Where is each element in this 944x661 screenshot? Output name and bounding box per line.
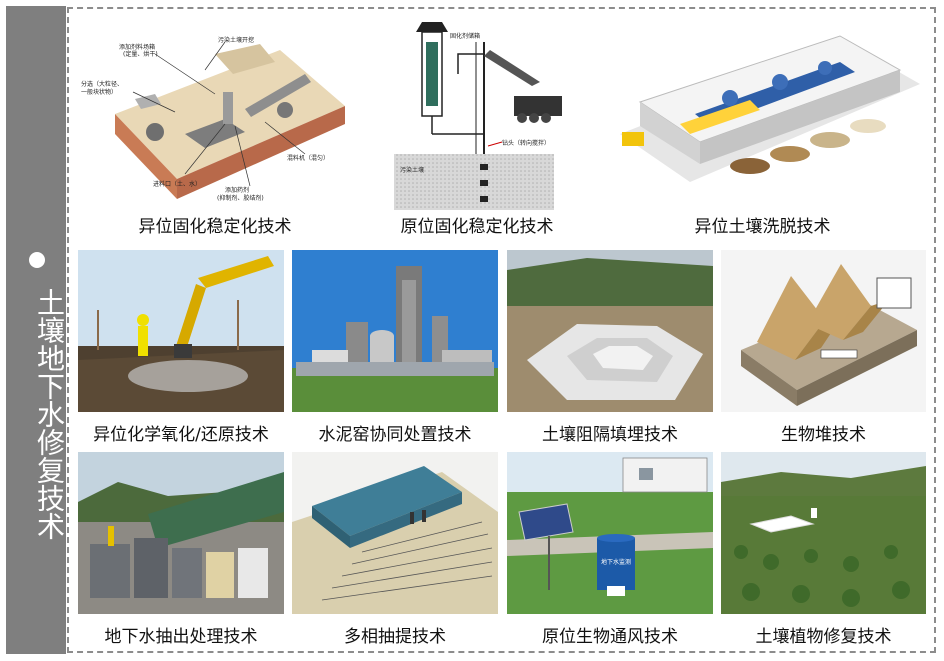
content-frame <box>67 7 936 653</box>
figure-multiphase-extraction: 多相抽提技术 <box>292 452 498 648</box>
photo-pump-and-treat <box>78 452 284 614</box>
figure-pump-and-treat: 地下水抽出处理技术 <box>78 452 284 648</box>
photo-chemical-oxidation <box>78 250 284 412</box>
caption: 生物堆技术 <box>781 425 866 445</box>
caption: 原位固化稳定化技术 <box>400 217 554 237</box>
caption: 水泥窑协同处置技术 <box>318 425 472 445</box>
photo-phytoremediation <box>721 452 926 614</box>
photo-bioventing: 地下水监测 <box>507 452 713 614</box>
sidebar-title: 土壤地下水修复技术 <box>33 288 66 540</box>
photo-cement-kiln <box>292 250 498 412</box>
figure-barrier-landfill: 土壤阻隔填埋技术 <box>507 250 713 445</box>
figure-cement-kiln: 水泥窑协同处置技术 <box>292 250 498 445</box>
caption: 土壤植物修复技术 <box>755 627 892 647</box>
label-mixer: 混料机（混匀） <box>287 154 329 162</box>
sidebar: 土壤地下水修复技术 <box>6 6 66 654</box>
figure-chemical-oxidation: 异位化学氧化/还原技术 <box>78 250 284 445</box>
caption: 多相抽提技术 <box>344 627 446 647</box>
caption: 地下水抽出处理技术 <box>104 627 258 647</box>
diagram-soil-washing <box>600 14 925 210</box>
label-contaminated-soil: 污染土壤 <box>400 166 424 174</box>
label-additive-bin-note: (定量、烘干) <box>123 50 158 58</box>
diagram-multiphase-extraction <box>292 452 498 614</box>
bullet-icon <box>29 252 45 268</box>
label-reagent: 添加药剂 <box>225 186 249 194</box>
diagram-biopile <box>721 250 926 412</box>
label-binder-tank: 固化剂储箱 <box>450 32 480 40</box>
diagram-ex-situ-solidification: 污染土壤开挖 添加剂料场箱 (定量、烘干) 分选（大粒径、 一般块状物） 进料口… <box>75 14 355 210</box>
caption: 异位化学氧化/还原技术 <box>93 425 269 445</box>
caption: 原位生物通风技术 <box>542 627 678 647</box>
figure-ex-situ-solidification: 污染土壤开挖 添加剂料场箱 (定量、烘干) 分选（大粒径、 一般块状物） 进料口… <box>75 14 355 240</box>
label-excavation: 污染土壤开挖 <box>218 36 254 44</box>
diagram-in-situ-solidification: 固化剂储箱 钻头（转向搅拌） 污染土壤 <box>372 14 582 210</box>
caption: 异位土壤洗脱技术 <box>694 217 831 237</box>
label-inlet: 进料口（土、水） <box>153 180 201 188</box>
label-reagent-note: (抑制剂、胶结剂) <box>217 194 264 202</box>
figure-soil-washing: 异位土壤洗脱技术 <box>600 14 925 240</box>
figure-in-situ-solidification: 固化剂储箱 钻头（转向搅拌） 污染土壤 原位固化稳定化技术 <box>372 14 582 240</box>
figure-phytoremediation: 土壤植物修复技术 <box>721 452 926 648</box>
label-drill-head: 钻头（转向搅拌） <box>502 139 550 147</box>
figure-biopile: 生物堆技术 <box>721 250 926 445</box>
caption: 异位固化稳定化技术 <box>138 217 292 237</box>
figure-bioventing: 地下水监测 原位生物通风技术 <box>507 452 713 648</box>
label-screening: 分选（大粒径、 <box>81 80 123 88</box>
caption: 土壤阻隔填埋技术 <box>542 425 678 445</box>
monitoring-well-label: 地下水监测 <box>601 558 631 566</box>
label-screening-note: 一般块状物） <box>81 88 117 96</box>
label-additive-bin: 添加剂料场箱 <box>119 43 155 51</box>
photo-barrier-landfill <box>507 250 713 412</box>
